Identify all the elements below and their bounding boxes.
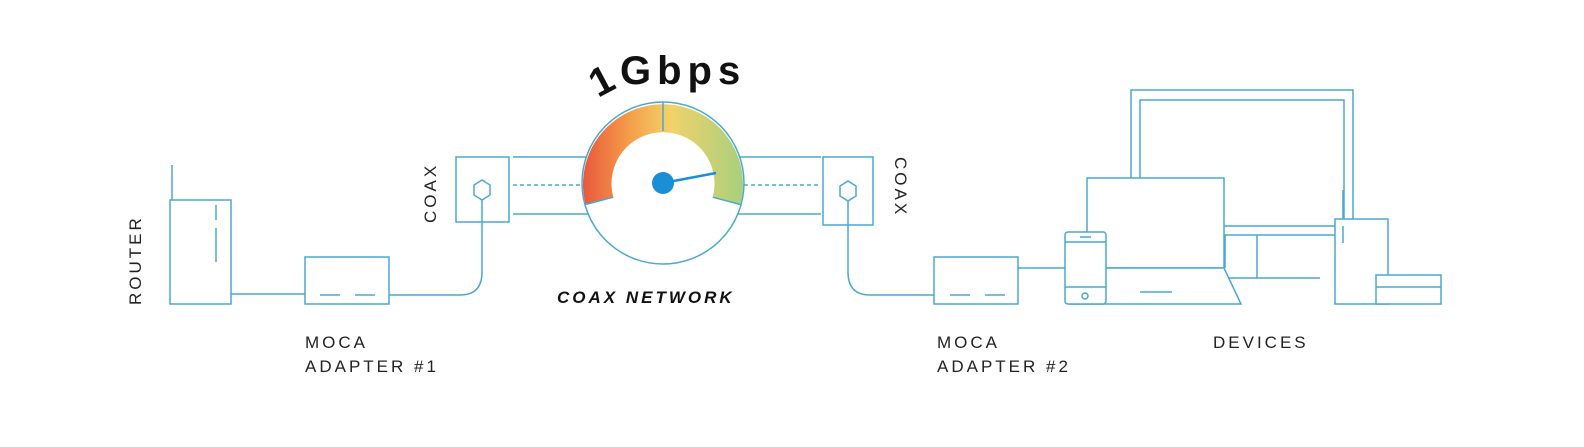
adapter-1-label-line2: ADAPTER #1 — [305, 357, 439, 376]
speedometer-icon — [581, 101, 745, 265]
coax-pipe-right — [737, 156, 821, 215]
adapter-1-label-line1: MOCA — [305, 333, 368, 352]
adapter-2-label-line2: ADAPTER #2 — [937, 357, 1071, 376]
outlet-to-adapter2-cable — [847, 201, 934, 296]
speed-unit: Gbps — [620, 49, 746, 93]
speed-digit: 1 — [582, 57, 622, 106]
adapter-2-icon — [933, 256, 1019, 305]
set-top-box-icon — [1375, 274, 1442, 305]
adapter1-to-outlet-cable — [389, 200, 483, 296]
coax-pipe-left — [513, 156, 590, 215]
coax-left-label: COAX — [421, 163, 440, 223]
devices-label: DEVICES — [1213, 333, 1309, 352]
laptop-icon — [1068, 177, 1243, 305]
monitor-icon — [1130, 89, 1354, 279]
gauge-arc — [583, 104, 743, 205]
coax-network-label: COAX NETWORK — [557, 288, 735, 307]
coax-outlet-left-icon — [455, 156, 510, 223]
router-label: ROUTER — [126, 215, 145, 305]
phone-icon — [1064, 231, 1107, 305]
coax-right-label: COAX — [891, 157, 910, 217]
adapter-1-icon — [304, 256, 390, 305]
adapter-2-label-line1: MOCA — [937, 333, 1000, 352]
router-icon — [169, 165, 232, 305]
needle-hub — [652, 172, 674, 194]
